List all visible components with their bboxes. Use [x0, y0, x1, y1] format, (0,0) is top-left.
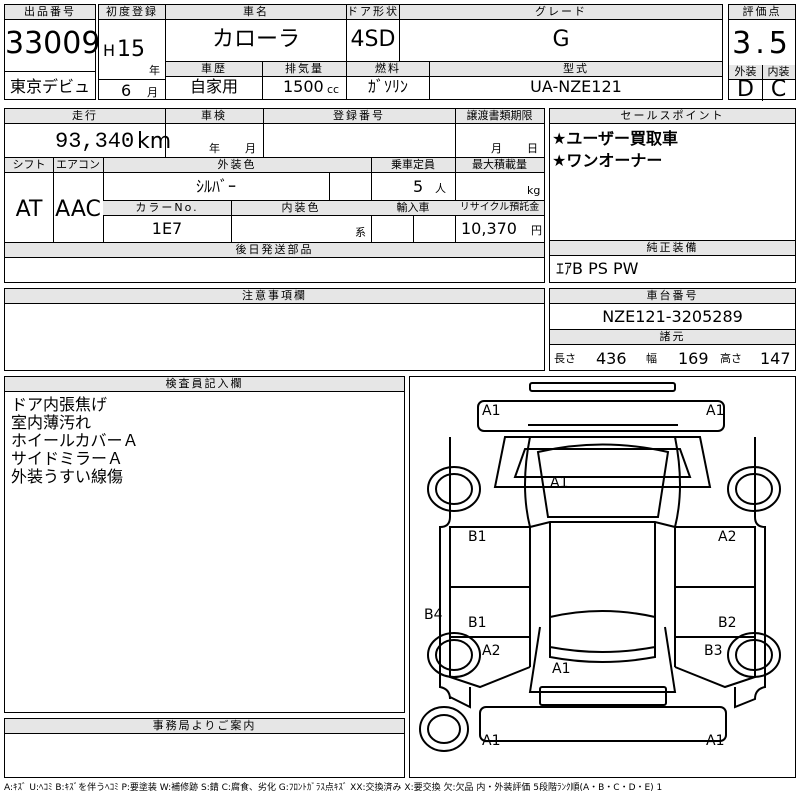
sales-point-1: ★ユーザー買取車 — [552, 129, 679, 148]
inspector-line-3: ホイールカバーＡ — [11, 431, 139, 450]
reg-year: 15 — [117, 37, 145, 62]
mark-rear-door-right: B2 — [718, 615, 737, 631]
mark-hood: A1 — [550, 475, 568, 491]
exterior-color: ｼﾙﾊﾞｰ — [195, 177, 236, 196]
lot-label: 出品番号 — [5, 5, 95, 20]
era: H — [103, 41, 116, 60]
displacement: 1500 — [283, 77, 324, 96]
sales-point-2: ★ワンオーナー — [552, 151, 663, 170]
grade-box: グレード G — [399, 4, 723, 62]
mark-rocker-left: B4 — [424, 607, 443, 623]
mark-front-door-right: A2 — [718, 529, 736, 545]
score: 3.5 — [732, 26, 792, 61]
mark-rear-fender-left: A2 — [482, 643, 500, 659]
history: 自家用 — [189, 77, 238, 96]
vehicle-detail-box: 走行 車検 登録番号 譲渡書類期限 93,340 km 年 月 月 日 シフト … — [4, 108, 545, 283]
chassis-number: NZE121-3205289 — [602, 307, 743, 326]
equipment-box: 純正装備 ｴｱB PS PW — [549, 240, 796, 283]
equipment: ｴｱB PS PW — [556, 259, 639, 278]
mark-front-right: A1 — [706, 403, 724, 419]
venue: 東京デビュ — [9, 77, 90, 96]
car-diagram-svg: A1 A1 A1 B1 A2 B4 B1 B2 A2 B3 A1 A1 A1 — [419, 382, 781, 752]
inspector-line-1: ドア内張焦げ — [11, 395, 108, 414]
capacity: 5 — [413, 177, 424, 196]
mark-rear-right: A1 — [706, 733, 724, 749]
model-box: 型式 UA-NZE121 — [429, 61, 723, 100]
mark-rear-fender-right: B3 — [704, 643, 723, 659]
inspector-line-4: サイドミラーＡ — [11, 449, 124, 468]
damage-diagram: A1 A1 A1 B1 A2 B4 B1 B2 A2 B3 A1 A1 A1 — [409, 376, 796, 778]
inspector-line-5: 外装うすい線傷 — [11, 467, 124, 486]
height: 147 — [760, 349, 791, 368]
reg-month: 6 — [121, 81, 132, 100]
mark-rear-left: A1 — [482, 733, 500, 749]
chassis-box: 車台番号 NZE121-3205289 諸元 長さ 436 幅 169 高さ 1… — [549, 288, 796, 371]
legend: A:ｷｽﾞ U:ﾍｺﾐ B:ｷｽﾞを伴うﾍｺﾐ P:要塗装 W:補修跡 S:錆 … — [4, 783, 663, 793]
length: 436 — [596, 349, 627, 368]
car-name-box: 車名 カローラ — [165, 4, 347, 62]
sales-point-box: セールスポイント ★ユーザー買取車 ★ワンオーナー — [549, 108, 796, 241]
model: UA-NZE121 — [530, 77, 622, 96]
width: 169 — [678, 349, 709, 368]
mark-front-door-left: B1 — [468, 529, 487, 545]
recycle-fee: 10,370 — [461, 219, 517, 238]
color-number: 1E7 — [151, 219, 183, 238]
door-box: ドア形状 4SD — [346, 4, 400, 62]
inspector-box: 検査員記入欄 ドア内張焦げ 室内薄汚れ ホイールカバーＡ サイドミラーＡ 外装う… — [4, 376, 405, 713]
shift: AT — [15, 197, 43, 222]
office-box: 事務局よりご案内 — [4, 718, 405, 778]
mark-trunk: A1 — [552, 661, 570, 677]
notes-box: 注意事項欄 — [4, 288, 545, 371]
score-box: 評価点 3.5 外装 内装 D C — [728, 4, 796, 102]
exterior-grade: D — [737, 77, 754, 102]
lot-box: 出品番号 33009 東京デビュ — [4, 4, 101, 100]
mark-front-left: A1 — [482, 403, 500, 419]
door-type: 4SD — [350, 27, 396, 52]
history-box: 車歴 自家用 — [165, 61, 263, 100]
inspector-line-2: 室内薄汚れ — [11, 413, 92, 432]
grade: G — [552, 27, 570, 52]
interior-grade: C — [770, 77, 787, 102]
first-registration-box: 初度登録 H 15 年 6 月 — [98, 4, 166, 100]
mark-rear-door-left: B1 — [468, 615, 487, 631]
first-reg-label: 初度登録 — [99, 5, 165, 20]
mileage: 93,340 — [55, 129, 135, 154]
displacement-box: 排気量 1500 cc — [262, 61, 347, 100]
ac: AAC — [55, 197, 101, 222]
fuel-box: 燃料 ｶﾞｿﾘﾝ — [346, 61, 430, 100]
car-name: カローラ — [211, 27, 300, 52]
lot-number: 33009 — [5, 26, 101, 61]
fuel: ｶﾞｿﾘﾝ — [367, 77, 408, 96]
